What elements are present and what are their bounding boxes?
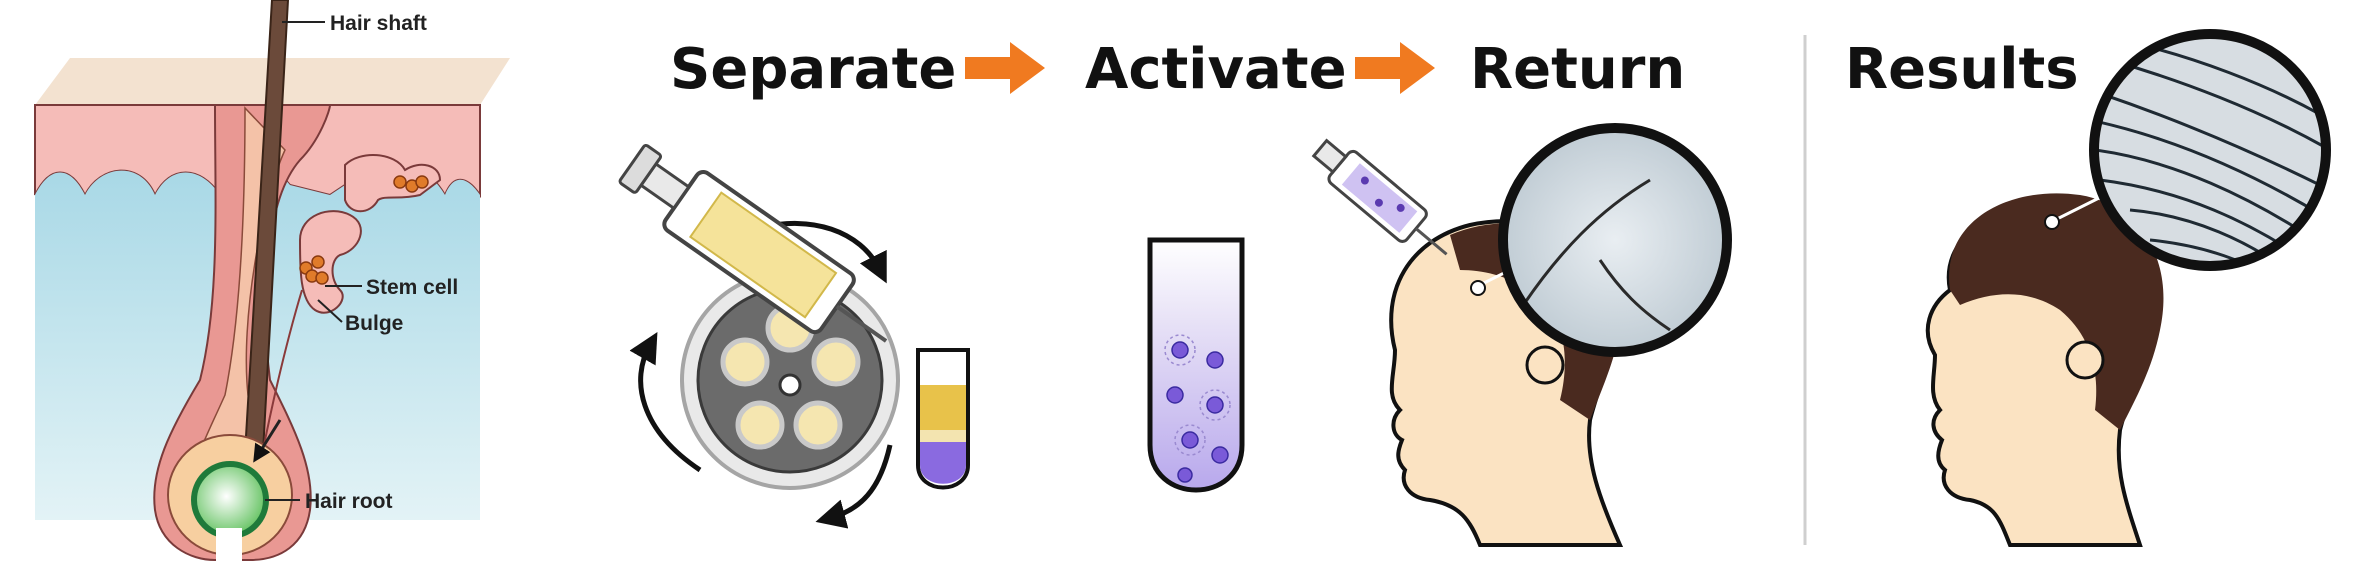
activated-cells <box>1166 341 1229 483</box>
syringe-separate <box>618 143 888 343</box>
step-separate-title: Separate <box>670 37 956 102</box>
sebaceous-gland <box>344 153 442 213</box>
step-activate-title: Activate <box>1085 37 1347 102</box>
stem-cells <box>299 175 429 285</box>
stem-cell-label: Stem cell <box>366 276 458 299</box>
rotation-arrow-bottom <box>815 444 893 529</box>
orange-arrow-1 <box>965 42 1045 94</box>
magnifier-results <box>2044 29 2331 271</box>
step-return-title: Return <box>1470 37 1685 102</box>
syringe-return <box>1311 138 1448 256</box>
test-tube-separated <box>916 348 970 490</box>
centrifuge <box>629 220 900 529</box>
hair-root-label: Hair root <box>305 490 393 513</box>
magnifier-return <box>1470 123 1732 357</box>
rotation-arrow-left <box>629 331 702 473</box>
bulge <box>298 210 362 314</box>
head-results <box>1925 193 2164 547</box>
step-results-title: Results <box>1845 37 2079 102</box>
hair-root-papilla <box>191 461 269 539</box>
orange-arrow-2 <box>1355 42 1435 94</box>
test-tube-activated <box>1147 237 1245 493</box>
bulge-label: Bulge <box>345 312 403 335</box>
follicle-anatomy: Hair shaft Stem cell Bulge Hair root <box>34 0 510 564</box>
bulb-arrow <box>253 419 282 463</box>
hair-shaft-label: Hair shaft <box>330 12 427 35</box>
follicle-connector <box>261 289 303 456</box>
